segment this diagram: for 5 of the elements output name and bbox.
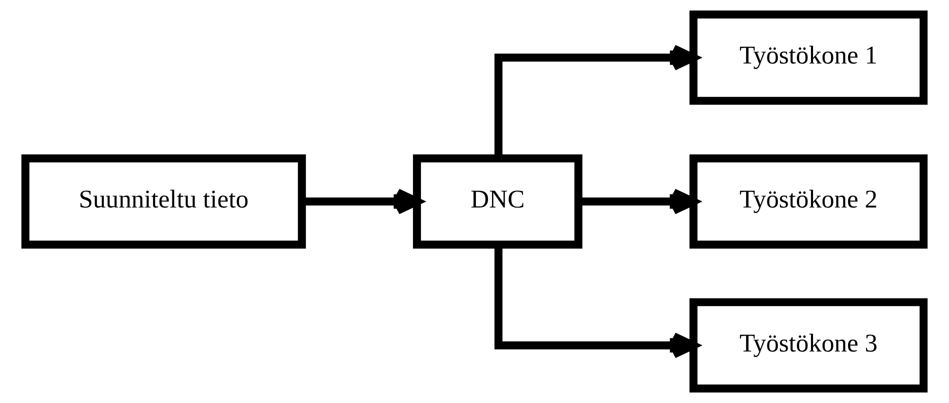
node-box: Työstökone 3	[689, 298, 928, 392]
node-box: Työstökone 1	[689, 10, 928, 105]
node-box: Työstökone 2	[689, 154, 928, 249]
node-box: Suunniteltu tieto	[21, 154, 306, 249]
node-box: DNC	[412, 154, 582, 249]
